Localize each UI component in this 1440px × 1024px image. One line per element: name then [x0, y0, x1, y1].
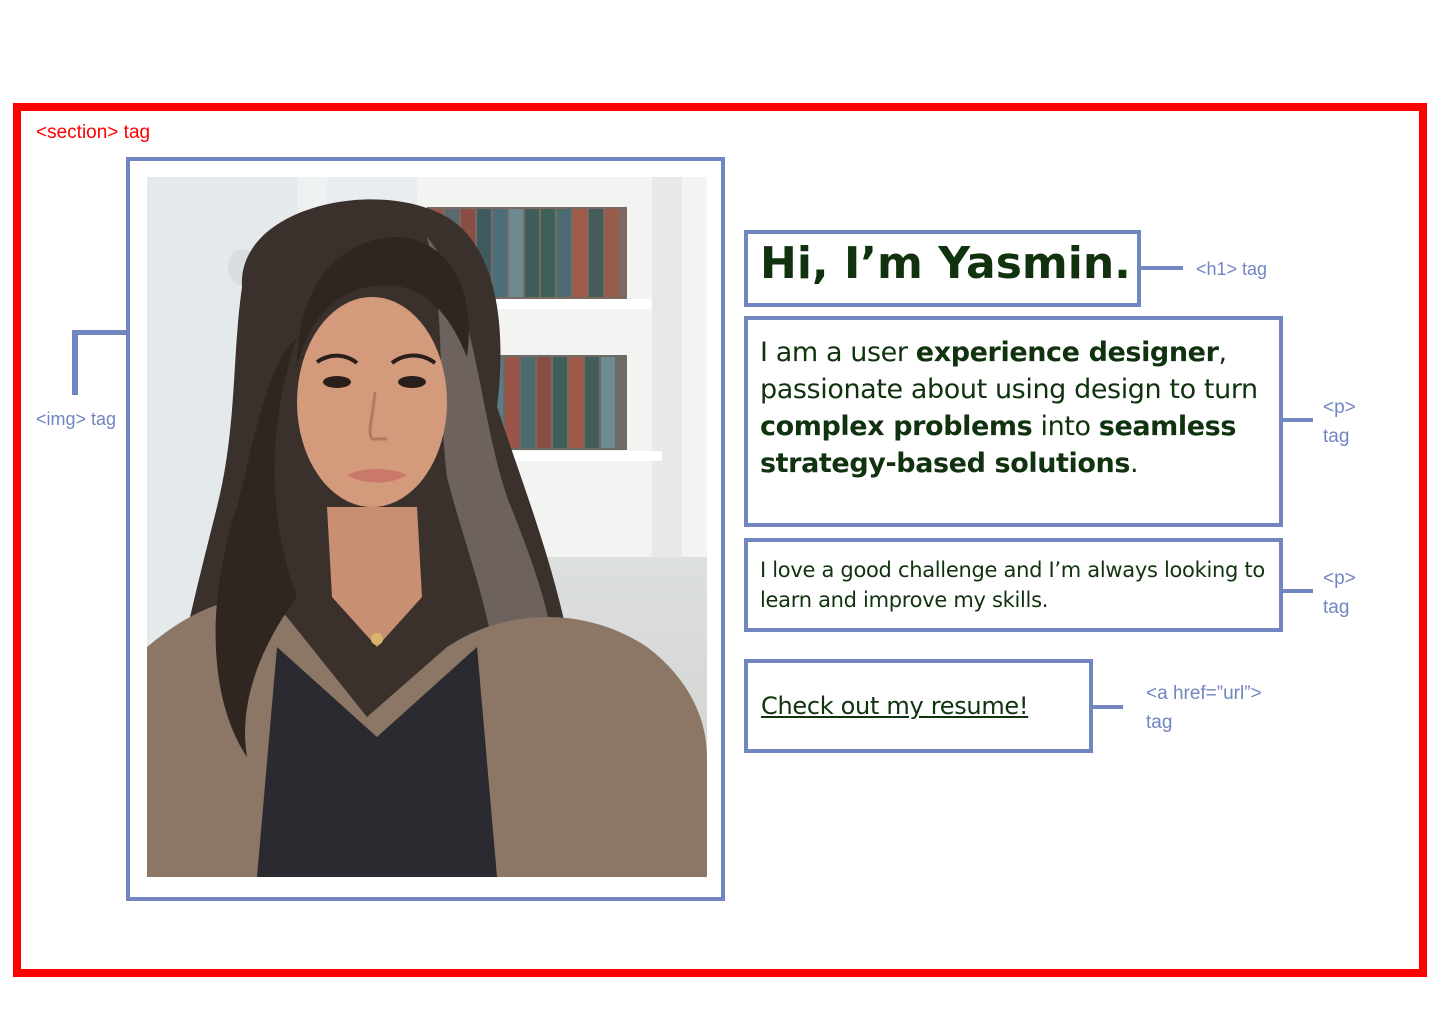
link-connector: [1093, 705, 1123, 709]
secondary-paragraph-box: [744, 538, 1283, 632]
profile-photo: [147, 177, 707, 877]
h1-connector: [1141, 266, 1183, 270]
intro-paragraph-box: [744, 316, 1283, 527]
intro-text-2: , passionate about using design to turn: [760, 337, 1258, 405]
p2-tag-label-line1: <p>: [1323, 568, 1356, 589]
resume-link-box: [744, 659, 1093, 753]
p1-connector: [1283, 418, 1313, 422]
h1-box: [744, 230, 1141, 307]
a-tag-label-line2: tag: [1146, 712, 1173, 733]
p2-tag-label: <p> tag: [1323, 564, 1356, 622]
intro-text-1: I am a user: [760, 337, 916, 368]
intro-bold-1: experience designer: [915, 337, 1219, 368]
section-outline: [13, 103, 1427, 977]
img-connector-horizontal: [72, 330, 128, 335]
profile-photo-illustration: [147, 177, 707, 877]
p1-tag-label-line1: <p>: [1323, 397, 1356, 418]
p2-tag-label-line2: tag: [1323, 597, 1350, 618]
intro-paragraph: I am a user experience designer, passion…: [760, 334, 1280, 482]
intro-bold-3: seamless strategy-based solutions: [760, 411, 1237, 479]
intro-text-4: .: [1130, 448, 1139, 479]
section-tag-label: <section> tag: [36, 122, 151, 143]
img-tag-label: <img> tag: [36, 409, 117, 429]
resume-link[interactable]: Check out my resume!: [761, 692, 1029, 720]
secondary-paragraph: I love a good challenge and I’m always l…: [760, 558, 1265, 612]
intro-bold-2: complex problems: [760, 411, 1033, 442]
p1-tag-label-line2: tag: [1323, 426, 1350, 447]
h1-tag-label: <h1> tag: [1196, 259, 1268, 279]
intro-text-3: into: [1032, 411, 1099, 442]
p1-tag-label: <p> tag: [1323, 393, 1356, 451]
a-tag-label: <a href=”url”> tag: [1146, 679, 1262, 737]
img-connector-vertical: [72, 330, 78, 395]
a-tag-label-line1: <a href=”url”>: [1146, 683, 1262, 704]
page-heading: Hi, I’m Yasmin.: [760, 238, 1131, 289]
p2-connector: [1283, 589, 1313, 593]
